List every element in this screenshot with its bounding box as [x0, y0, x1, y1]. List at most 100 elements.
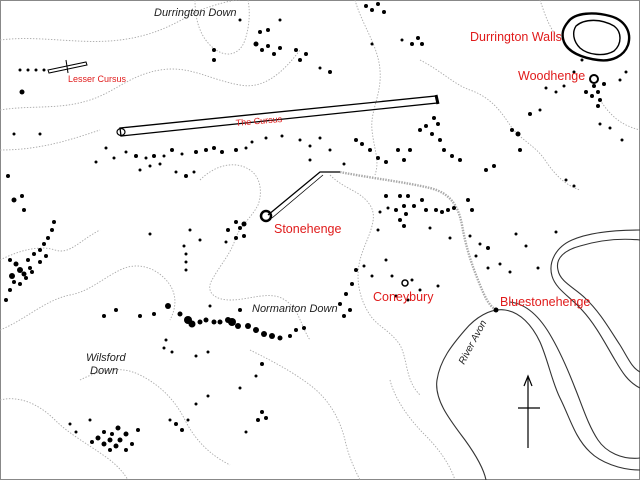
barrow-dot	[238, 18, 242, 22]
barrow-dot	[424, 124, 428, 128]
barrow-dot	[123, 431, 129, 437]
barrow-dot	[253, 41, 259, 47]
barrow-dot	[624, 70, 628, 74]
barrow-dot	[184, 268, 188, 272]
barrow-dot	[212, 146, 216, 150]
barrow-dot	[26, 258, 30, 262]
barrow-dot	[26, 68, 30, 72]
barrow-dot	[226, 228, 230, 232]
barrow-dot	[194, 354, 198, 358]
barrow-dot	[124, 448, 128, 452]
barrow-dot	[554, 230, 558, 234]
barrow-dot	[266, 28, 270, 32]
barrow-dot	[572, 70, 576, 74]
barrow-dot	[406, 194, 410, 198]
barrow-dot	[38, 132, 42, 136]
barrow-dot	[298, 138, 302, 142]
barrow-dot	[280, 134, 284, 138]
barrow-dot	[170, 148, 174, 152]
barrow-dot	[354, 268, 358, 272]
barrow-dot	[130, 442, 134, 446]
barrow-dot	[308, 158, 312, 162]
barrow-dot	[238, 386, 242, 390]
barrow-dot	[4, 298, 8, 302]
label-bluestonehenge: Bluestonehenge	[500, 295, 590, 309]
barrow-dot	[34, 68, 38, 72]
barrow-dot	[398, 218, 402, 222]
label-the-cursus: The Cursus	[235, 114, 283, 128]
barrow-dot	[19, 89, 25, 95]
barrow-dot	[124, 150, 128, 154]
barrow-dot	[515, 131, 521, 137]
label-lesser-cursus: Lesser Cursus	[68, 74, 127, 84]
barrow-dot	[9, 273, 15, 279]
barrow-dot	[410, 278, 414, 282]
label-stonehenge: Stonehenge	[274, 222, 341, 236]
barrow-dot	[598, 122, 602, 126]
barrow-dot	[438, 138, 442, 142]
barrow-dot	[338, 302, 342, 306]
barrow-dot	[412, 204, 416, 208]
barrow-dot	[602, 82, 606, 86]
barrow-dot	[328, 148, 332, 152]
barrow-dot	[12, 132, 16, 136]
barrow-dot	[448, 236, 452, 240]
barrow-dot	[42, 68, 46, 72]
barrow-dot	[376, 156, 380, 160]
barrow-dot	[510, 128, 514, 132]
barrow-dot	[184, 252, 188, 256]
barrow-dot	[241, 221, 247, 227]
barrow-dot	[294, 328, 298, 332]
barrow-dot	[554, 90, 558, 94]
barrow-dot	[328, 70, 332, 74]
barrow-dot	[234, 220, 238, 224]
barrow-dot	[12, 280, 16, 284]
lesser-cursus	[47, 59, 88, 74]
barrow-dot	[508, 270, 512, 274]
barrow-dot	[354, 138, 358, 142]
barrow-dot	[138, 314, 142, 318]
barrow-dot	[244, 430, 248, 434]
barrow-dot	[342, 314, 346, 318]
barrow-dot	[20, 194, 24, 198]
barrow-dot	[298, 58, 302, 62]
barrow-dot	[394, 208, 398, 212]
barrow-dot	[562, 84, 566, 88]
barrow-dot	[50, 228, 54, 232]
barrow-dot	[360, 142, 364, 146]
barrow-dot	[370, 274, 374, 278]
barrow-dot	[244, 146, 248, 150]
barrow-dot	[468, 234, 472, 238]
barrow-dot	[376, 2, 380, 6]
barrow-dot	[410, 42, 414, 46]
bluestonehenge-monument	[493, 307, 499, 313]
barrow-dot	[378, 210, 382, 214]
label-durrington-walls: Durrington Walls	[470, 30, 562, 44]
barrow-dot	[277, 335, 283, 341]
barrow-dot	[68, 422, 72, 426]
durrington-walls-monument	[561, 12, 631, 62]
barrow-dot	[528, 112, 532, 116]
barrow-dot	[194, 150, 198, 154]
barrow-dot	[486, 266, 490, 270]
barrow-dot	[42, 242, 46, 246]
barrow-dot	[470, 208, 474, 212]
barrow-dot	[177, 311, 183, 317]
barrow-dot	[402, 158, 406, 162]
barrow-dot	[52, 220, 56, 224]
barrow-dot	[174, 422, 178, 426]
barrow-dot	[180, 428, 184, 432]
barrow-dot	[134, 154, 138, 158]
barrow-dot	[152, 312, 156, 316]
label-coneybury: Coneybury	[373, 290, 434, 304]
woodhenge-monument	[589, 74, 599, 84]
barrow-dot	[596, 104, 600, 108]
barrow-dot	[318, 136, 322, 140]
north-arrow-icon	[518, 374, 540, 448]
barrow-dot	[217, 319, 223, 325]
barrow-dot	[184, 260, 188, 264]
barrow-dot	[418, 288, 422, 292]
barrow-dot	[272, 52, 276, 56]
barrow-dot	[294, 48, 298, 52]
